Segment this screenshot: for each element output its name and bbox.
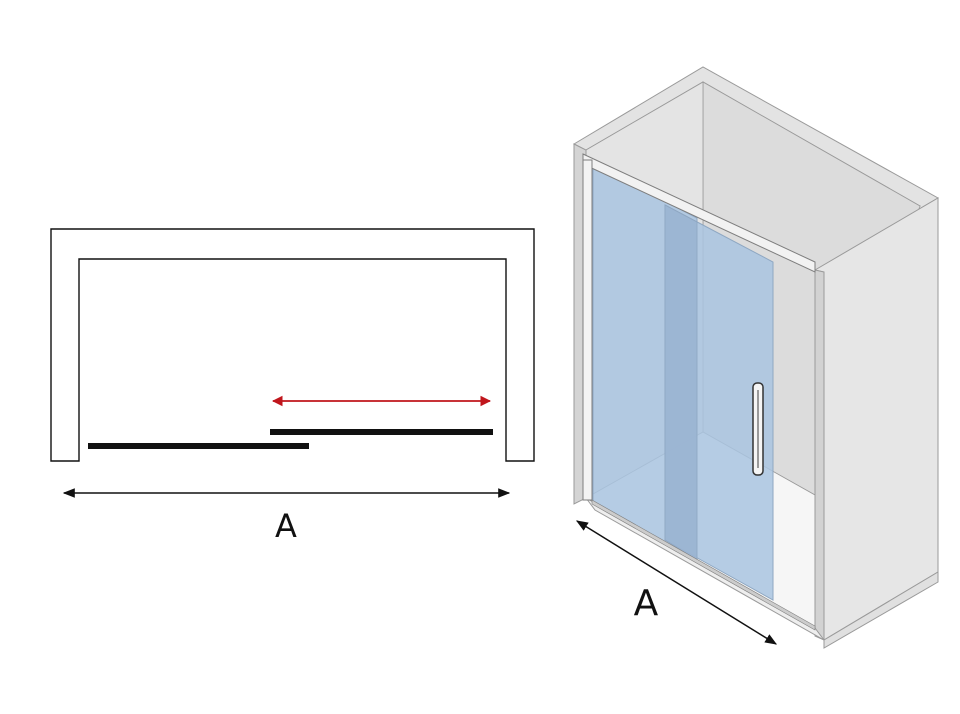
iso-tray-side-edge [823, 571, 939, 649]
iso-view: A [572, 66, 940, 649]
plan-width-label: A [275, 507, 297, 545]
plan-sliding-door [270, 429, 493, 435]
iso-width-dimension-arrow [575, 520, 778, 645]
plan-niche-walls [50, 228, 535, 462]
plan-fixed-panel [88, 443, 309, 449]
plan-view: A [50, 228, 535, 545]
iso-width-label: A [634, 583, 659, 624]
iso-right-wall [813, 197, 939, 641]
iso-glass-overlap [664, 204, 698, 561]
iso-wall-profile [582, 159, 593, 501]
iso-right-wall-edge [814, 269, 825, 641]
